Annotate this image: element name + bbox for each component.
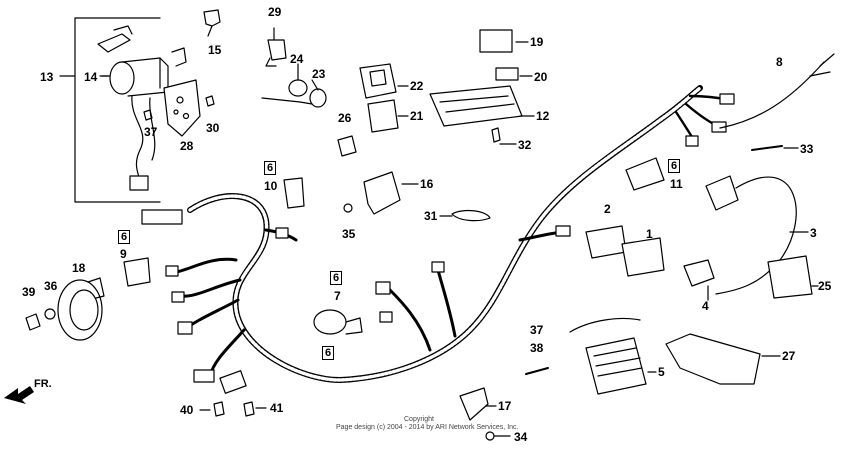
ignition-group-bracket bbox=[74, 17, 161, 203]
bracket-29 bbox=[267, 39, 287, 61]
copyright-line-1: Copyright bbox=[404, 416, 434, 423]
callout-12: 12 bbox=[536, 109, 550, 123]
callout-21: 21 bbox=[410, 109, 424, 123]
callout-20: 20 bbox=[534, 70, 548, 84]
switch-mounting-plate bbox=[163, 79, 201, 137]
band-31 bbox=[451, 209, 491, 222]
callout-13: 13 bbox=[40, 70, 54, 84]
screw-32 bbox=[491, 127, 501, 143]
bolt-37-upper bbox=[143, 109, 153, 121]
callout-6-socket-7-lower: 6 bbox=[322, 346, 335, 360]
socket-9 bbox=[123, 257, 151, 287]
wire-8 bbox=[719, 61, 825, 129]
callout-2: 2 bbox=[604, 202, 611, 216]
callout-31: 31 bbox=[424, 209, 438, 223]
unit-25 bbox=[767, 255, 813, 299]
washer-36 bbox=[44, 308, 56, 320]
ignition-switch-cable bbox=[131, 95, 144, 183]
callout-32: 32 bbox=[518, 138, 532, 152]
callout-28: 28 bbox=[180, 139, 194, 153]
front-direction-arrow bbox=[4, 386, 34, 404]
bracket-16 bbox=[363, 171, 401, 215]
fuse-box-12 bbox=[429, 85, 523, 127]
copyright-line-2: Page design (c) 2004 - 2014 by ARI Netwo… bbox=[336, 424, 519, 431]
callout-37-lower: 37 bbox=[530, 323, 544, 337]
callout-27: 27 bbox=[782, 349, 796, 363]
callout-37-upper: 37 bbox=[144, 125, 158, 139]
callout-23: 23 bbox=[312, 67, 326, 81]
socket-7 bbox=[313, 309, 347, 335]
regulator-5 bbox=[585, 337, 647, 395]
callout-1: 1 bbox=[646, 227, 653, 241]
callout-30: 30 bbox=[206, 121, 220, 135]
callout-24: 24 bbox=[290, 52, 304, 66]
ignition-switch bbox=[101, 47, 187, 97]
callout-9: 9 bbox=[120, 247, 127, 261]
callout-3: 3 bbox=[810, 226, 817, 240]
plug-cap-4 bbox=[683, 259, 715, 287]
bolt-33 bbox=[751, 145, 783, 151]
callout-7: 7 bbox=[334, 289, 341, 303]
callout-6-socket-11: 6 bbox=[668, 159, 681, 173]
callout-17: 17 bbox=[498, 399, 512, 413]
callout-10: 10 bbox=[264, 179, 278, 193]
callout-6-socket-9: 6 bbox=[118, 230, 131, 244]
callout-4: 4 bbox=[702, 299, 709, 313]
screw-34 bbox=[485, 431, 495, 441]
callout-22: 22 bbox=[410, 79, 424, 93]
clip-40 bbox=[213, 401, 225, 417]
callout-26: 26 bbox=[338, 111, 352, 125]
ignition-switch-cable-2 bbox=[149, 97, 156, 161]
socket-wire bbox=[261, 97, 313, 105]
callout-8: 8 bbox=[776, 55, 783, 69]
callout-16: 16 bbox=[420, 177, 434, 191]
callout-40: 40 bbox=[180, 403, 194, 417]
callout-39: 39 bbox=[22, 285, 36, 299]
socket-10 bbox=[283, 177, 305, 209]
ignition-connector bbox=[129, 175, 149, 191]
bolt-38 bbox=[525, 367, 549, 375]
callout-35: 35 bbox=[342, 227, 356, 241]
callout-41: 41 bbox=[270, 401, 284, 415]
regulator-2 bbox=[585, 225, 627, 259]
callout-14: 14 bbox=[84, 70, 98, 84]
ignition-key bbox=[97, 25, 133, 53]
ignition-coil bbox=[705, 175, 739, 211]
plug-cable-3 bbox=[715, 176, 797, 295]
rectifier-1 bbox=[621, 237, 665, 277]
cover-27 bbox=[665, 333, 761, 385]
callout-6-socket-10: 6 bbox=[264, 161, 277, 175]
stay-17 bbox=[459, 387, 489, 421]
callout-38: 38 bbox=[530, 341, 544, 355]
key-blank bbox=[203, 9, 221, 27]
callout-29: 29 bbox=[268, 5, 282, 19]
socket-11 bbox=[625, 157, 665, 191]
clip-41 bbox=[243, 401, 255, 417]
callout-5: 5 bbox=[658, 365, 665, 379]
callout-33: 33 bbox=[800, 142, 814, 156]
connector-26 bbox=[337, 135, 357, 157]
callout-6-socket-7-upper: 6 bbox=[330, 271, 343, 285]
callout-19: 19 bbox=[530, 35, 544, 49]
harness-connector-left bbox=[141, 209, 183, 225]
front-direction-label: FR. bbox=[34, 378, 52, 390]
callout-25: 25 bbox=[818, 279, 832, 293]
relay-22 bbox=[359, 63, 397, 99]
callout-15: 15 bbox=[208, 43, 222, 57]
nut-35 bbox=[343, 203, 353, 213]
callout-34: 34 bbox=[514, 430, 528, 444]
callout-11: 11 bbox=[670, 177, 683, 191]
fuse-20 bbox=[495, 67, 519, 81]
callout-18: 18 bbox=[72, 261, 86, 275]
horn-18 bbox=[57, 277, 105, 341]
bolt-30 bbox=[205, 95, 215, 107]
relay-21 bbox=[367, 99, 399, 133]
grommet-24 bbox=[288, 79, 308, 97]
relay-19 bbox=[479, 29, 513, 53]
bolt-39 bbox=[25, 313, 41, 331]
callout-36: 36 bbox=[44, 279, 58, 293]
